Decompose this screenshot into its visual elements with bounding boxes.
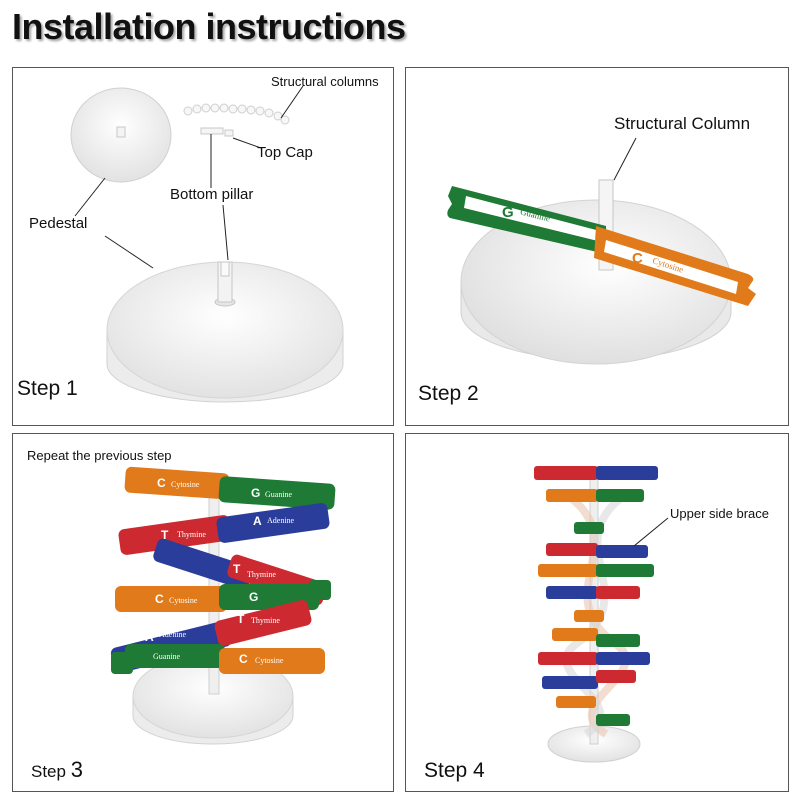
rung-6-right-name: Cytosine	[255, 656, 284, 665]
rung-2-right-letter: A	[253, 514, 262, 528]
rung-4-right-letter: G	[249, 590, 259, 604]
rung-5-left-name: Adenine	[159, 630, 187, 639]
rung-1-left-letter: C	[157, 476, 166, 490]
step-1-panel: Structural columns Top Cap Bottom pillar…	[12, 67, 394, 426]
step-4-illustration	[534, 466, 669, 763]
rung-1-right-letter: G	[251, 486, 261, 500]
step-4-label: Step 4	[424, 759, 485, 782]
rung-1-left-name: Cytosine	[171, 480, 200, 489]
label-bottom-pillar: Bottom pillar	[170, 186, 254, 203]
label-upper-side-brace: Upper side brace	[670, 506, 769, 521]
step-1-label: Step 1	[17, 377, 78, 400]
step-3-panel: Repeat the previous step C Cytosine G Gu…	[12, 433, 394, 792]
step-2-illustration	[447, 137, 756, 365]
step-3-number: 3	[70, 757, 83, 782]
rung-letter-c: C	[632, 250, 643, 267]
structural-columns-chain	[183, 103, 290, 125]
step-4-rungs	[534, 466, 658, 726]
rung-2-left-letter: T	[161, 528, 169, 542]
rung-5-right-name: Thymine	[251, 616, 280, 625]
gc-rung	[447, 186, 756, 306]
top-cap-piece	[224, 129, 234, 137]
label-pedestal: Pedestal	[29, 215, 88, 232]
label-structural-column: Structural Column	[614, 114, 751, 133]
note-repeat: Repeat the previous step	[27, 448, 172, 463]
rung-1-right-name: Guanine	[265, 490, 293, 499]
rung-4-left-letter: C	[155, 592, 164, 606]
bottom-pillar-piece	[200, 127, 224, 135]
label-top-cap: Top Cap	[257, 144, 313, 161]
rung-6-left-name: Guanine	[153, 652, 181, 661]
rung-3-left-name: Thymine	[247, 570, 276, 579]
page-title: Installation instructions	[12, 6, 406, 47]
step-3-illustration	[110, 466, 336, 745]
label-structural-columns: Structural columns	[271, 74, 379, 89]
rung-1	[124, 466, 336, 510]
rung-5-right-letter: T	[237, 612, 245, 626]
step-2-panel: Structural Column G Guanine C Cytosine S…	[405, 67, 789, 426]
step-3-word: Step	[31, 762, 66, 781]
step-4-panel: Upper side brace Step 4	[405, 433, 789, 792]
rung-6	[125, 644, 325, 674]
step-2-label: Step 2	[418, 382, 479, 405]
rung-5-left-letter: A	[145, 630, 154, 644]
rung-2	[118, 503, 330, 555]
step-3-label: Step 3	[31, 757, 83, 783]
rung-3-left-letter: T	[233, 562, 241, 576]
rung-letter-g: G	[502, 204, 514, 221]
rung-2-left-name: Thymine	[177, 530, 206, 539]
step-1-illustration	[70, 85, 344, 403]
rung-2-right-name: Adenine	[267, 516, 295, 525]
rung-6-right-letter: C	[239, 652, 248, 666]
rung-4-left-name: Cytosine	[169, 596, 198, 605]
